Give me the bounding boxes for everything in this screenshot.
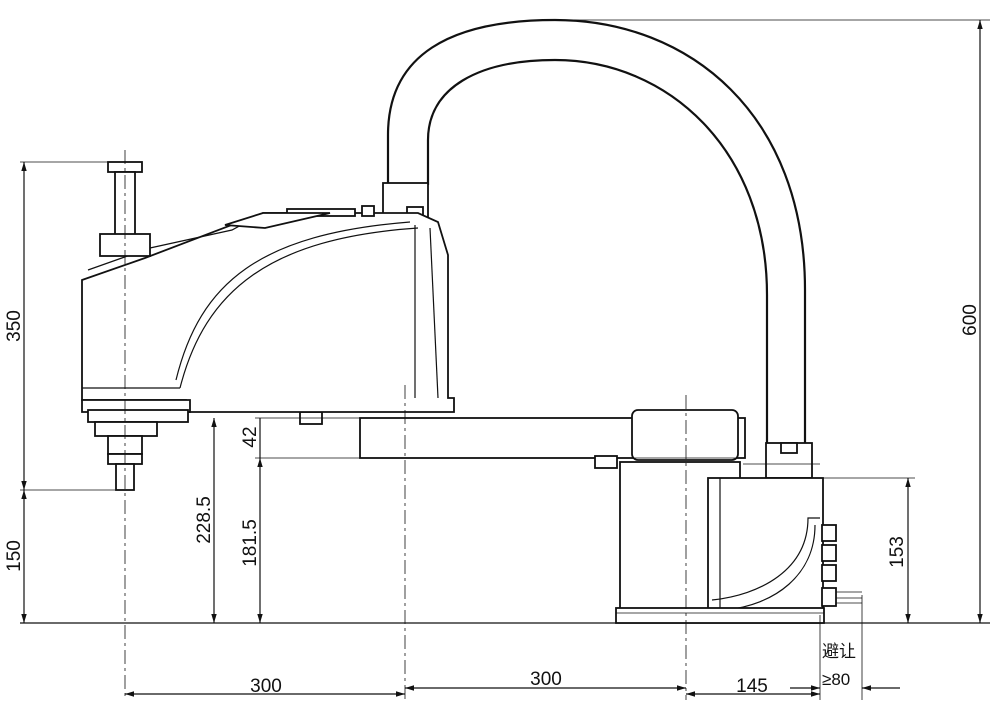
dim-228-5: 228.5 <box>194 496 215 544</box>
dim-153: 153 <box>887 536 908 568</box>
dim-350: 350 <box>4 310 25 342</box>
clearance-label: 避让 <box>822 642 856 661</box>
clearance-value: ≥80 <box>822 670 850 689</box>
dim-42: 42 <box>240 426 261 447</box>
dim-300-arm1: 300 <box>250 676 282 697</box>
dim-145: 145 <box>736 676 768 697</box>
arm-link-1 <box>81 205 455 413</box>
robot-base <box>615 461 862 624</box>
dim-150: 150 <box>4 540 25 572</box>
cable-conduit <box>382 18 813 479</box>
arm-link-2 <box>299 409 746 469</box>
dim-181-5: 181.5 <box>240 519 261 567</box>
dim-600: 600 <box>960 304 981 336</box>
dim-300-arm2: 300 <box>530 669 562 690</box>
